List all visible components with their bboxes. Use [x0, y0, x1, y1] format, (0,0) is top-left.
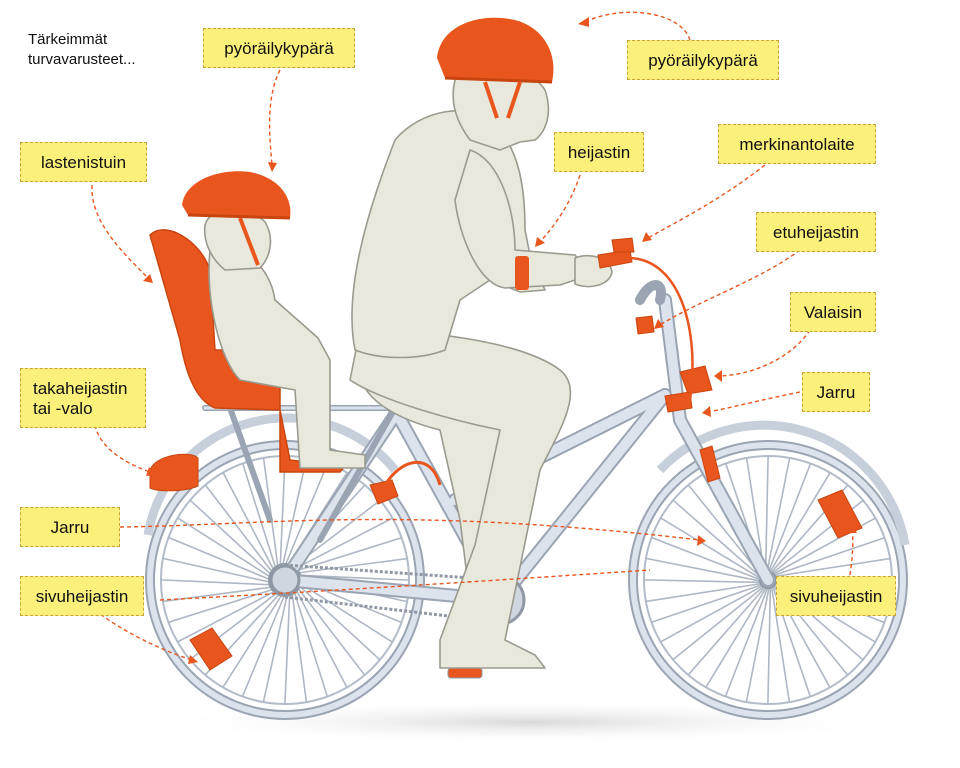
wheel-spoke — [241, 463, 277, 570]
diagram-title: Tärkeimmät turvavarusteet... — [28, 30, 136, 70]
child-helmet — [182, 171, 291, 266]
label-rear-reflector-line1: takaheijastin — [33, 379, 128, 398]
wheel-spoke — [764, 455, 769, 574]
wheel-spoke — [297, 557, 408, 574]
wheel-spoke — [291, 592, 308, 703]
wheel-spoke — [768, 472, 831, 574]
wheel-spoke — [745, 586, 771, 703]
wheel-spoke — [672, 499, 762, 579]
leader-arrowheads — [143, 17, 857, 664]
wheel-spoke — [770, 585, 791, 703]
wheel-spoke — [284, 593, 291, 705]
wheel-spoke — [241, 593, 286, 697]
wheel-spoke — [660, 517, 762, 580]
wheel-spoke — [298, 581, 393, 643]
wheel-spoke — [293, 590, 329, 697]
wheel-spoke — [222, 472, 275, 572]
wheel-spoke — [651, 536, 762, 581]
label-helmet-adult: pyöräilykypärä — [627, 40, 779, 80]
wheel-spoke — [773, 557, 891, 578]
wheel-spoke — [765, 457, 791, 574]
wheel-spoke — [281, 457, 308, 567]
wheel-spoke — [222, 593, 284, 688]
wheel-spoke — [645, 582, 763, 603]
wheel-spoke — [687, 484, 763, 578]
wheel-spoke — [773, 536, 885, 577]
title-line-2: turvavarusteet... — [28, 51, 136, 68]
label-side-reflector-rear: sivuheijastin — [20, 576, 144, 616]
wrist-reflector — [515, 256, 529, 290]
wheel-spoke — [160, 579, 272, 586]
wheel-spoke — [660, 584, 764, 643]
wheel-spoke — [767, 586, 772, 705]
adult-rider — [349, 66, 613, 669]
wheel-spoke — [767, 463, 812, 574]
label-child-seat: lastenistuin — [20, 142, 147, 182]
wheel-spoke — [168, 588, 275, 624]
wheel-spoke — [645, 557, 762, 583]
wheel-spoke — [295, 536, 402, 572]
wheel-spoke — [293, 517, 393, 570]
wheel-spoke — [177, 517, 272, 579]
wheel-spoke — [672, 585, 766, 661]
wheel-spoke — [262, 457, 279, 568]
leader-arrows — [91, 11, 854, 661]
adult-helmet — [437, 17, 554, 119]
label-lamp: Valaisin — [790, 292, 876, 332]
label-side-reflector-front: sivuheijastin — [776, 576, 896, 616]
wheel-spoke — [295, 588, 348, 688]
safety-parts — [149, 237, 863, 671]
wheel-spoke — [189, 499, 273, 576]
wheel-spoke — [279, 455, 286, 567]
wheel-spoke — [296, 586, 366, 676]
label-rear-reflector: takaheijastin tai -valo — [20, 368, 146, 428]
wheel-spoke — [168, 536, 272, 581]
wheel-spoke — [705, 586, 768, 688]
label-front-reflector: etuheijastin — [756, 212, 876, 252]
wheel-spoke — [687, 586, 767, 676]
label-brake-front: Jarru — [802, 372, 870, 412]
label-signal-device: merkinantolaite — [718, 124, 876, 164]
label-brake-rear: Jarru — [20, 507, 120, 547]
wheel-spoke — [297, 584, 381, 661]
label-rear-reflector-line2: tai -valo — [33, 399, 93, 418]
wheel-spoke — [177, 590, 277, 643]
wheel-spoke — [204, 484, 274, 574]
wheel-spoke — [643, 579, 762, 584]
wheel-spoke — [262, 593, 289, 703]
wheel-spoke — [162, 557, 272, 584]
label-helmet-child: pyöräilykypärä — [203, 28, 355, 68]
wheel-spoke — [724, 586, 769, 697]
title-line-1: Tärkeimmät — [28, 31, 108, 48]
wheel-spoke — [651, 583, 763, 624]
label-reflector: heijastin — [554, 132, 644, 172]
wheel-spoke — [284, 463, 329, 567]
ground-shadow — [150, 700, 910, 744]
